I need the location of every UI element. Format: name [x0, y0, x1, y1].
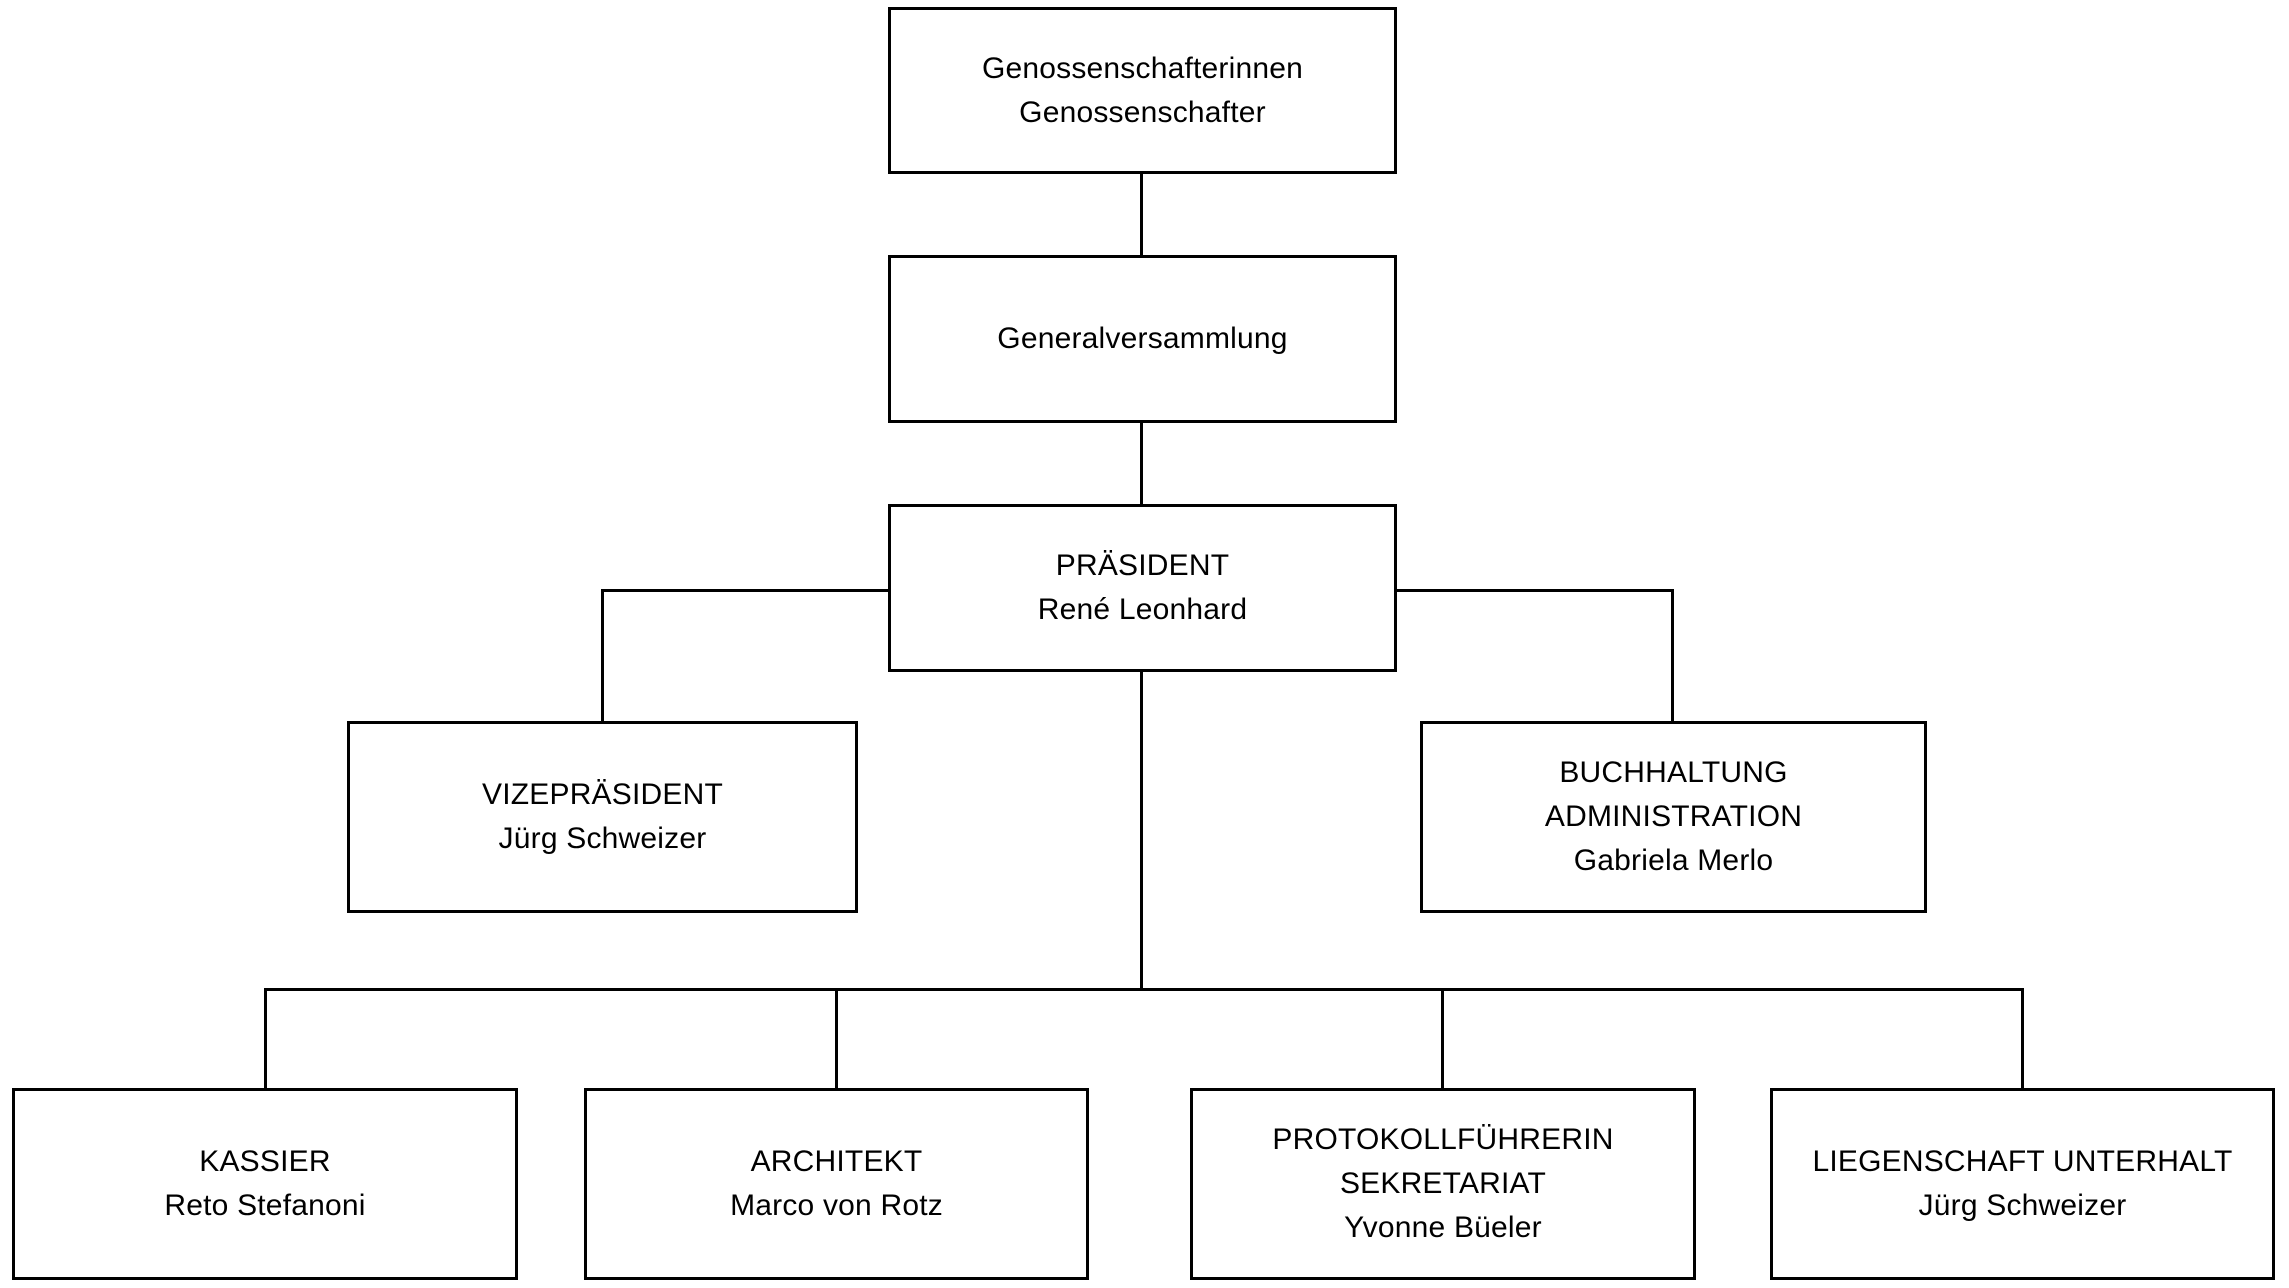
connector-president-bus-v — [1140, 670, 1143, 991]
node-line: Generalversammlung — [997, 322, 1288, 355]
node-line: René Leonhard — [1037, 593, 1248, 626]
node-line: BUCHHALTUNG — [1559, 756, 1788, 789]
node-line: Gabriela Merlo — [1573, 844, 1774, 877]
org-node-vice-president: VIZEPRÄSIDENT Jürg Schweizer — [347, 721, 858, 913]
connector-bus-treasurer — [264, 988, 267, 1090]
node-line: PROTOKOLLFÜHRERIN — [1272, 1123, 1614, 1156]
node-line: PRÄSIDENT — [1055, 549, 1230, 582]
org-node-members: Genossenschafterinnen Genossenschafter — [888, 7, 1397, 174]
org-node-assembly: Generalversammlung — [888, 255, 1397, 423]
connector-bus-h — [264, 988, 2024, 991]
connector-members-assembly — [1140, 173, 1143, 257]
node-line: Jürg Schweizer — [498, 822, 707, 855]
org-node-maintenance: LIEGENSCHAFT UNTERHALT Jürg Schweizer — [1770, 1088, 2275, 1280]
org-node-secretary: PROTOKOLLFÜHRERIN SEKRETARIAT Yvonne Büe… — [1190, 1088, 1696, 1280]
org-node-architect: ARCHITEKT Marco von Rotz — [584, 1088, 1089, 1280]
connector-president-accounting-h — [1395, 589, 1674, 592]
connector-assembly-president — [1140, 422, 1143, 506]
connector-president-vicepresident-h — [601, 589, 891, 592]
node-line: Jürg Schweizer — [1918, 1189, 2127, 1222]
node-line: ADMINISTRATION — [1544, 800, 1803, 833]
node-line: Yvonne Büeler — [1344, 1211, 1542, 1244]
node-line: ARCHITEKT — [750, 1145, 923, 1178]
node-line: Genossenschafterinnen — [981, 51, 1304, 85]
node-line: KASSIER — [199, 1145, 331, 1178]
connector-president-vicepresident-v — [601, 589, 604, 723]
org-node-president: PRÄSIDENT René Leonhard — [888, 504, 1397, 672]
org-node-accounting: BUCHHALTUNG ADMINISTRATION Gabriela Merl… — [1420, 721, 1927, 913]
connector-bus-maintenance — [2021, 988, 2024, 1090]
node-line: Genossenschafter — [1019, 95, 1266, 129]
node-line: Marco von Rotz — [730, 1189, 943, 1222]
node-line: VIZEPRÄSIDENT — [482, 778, 723, 811]
connector-bus-secretary — [1441, 988, 1444, 1090]
org-node-treasurer: KASSIER Reto Stefanoni — [12, 1088, 518, 1280]
connector-president-accounting-v — [1671, 589, 1674, 723]
node-line: LIEGENSCHAFT UNTERHALT — [1812, 1145, 2233, 1178]
node-line: Reto Stefanoni — [164, 1189, 366, 1222]
connector-bus-architect — [835, 988, 838, 1090]
node-line: SEKRETARIAT — [1339, 1167, 1547, 1200]
